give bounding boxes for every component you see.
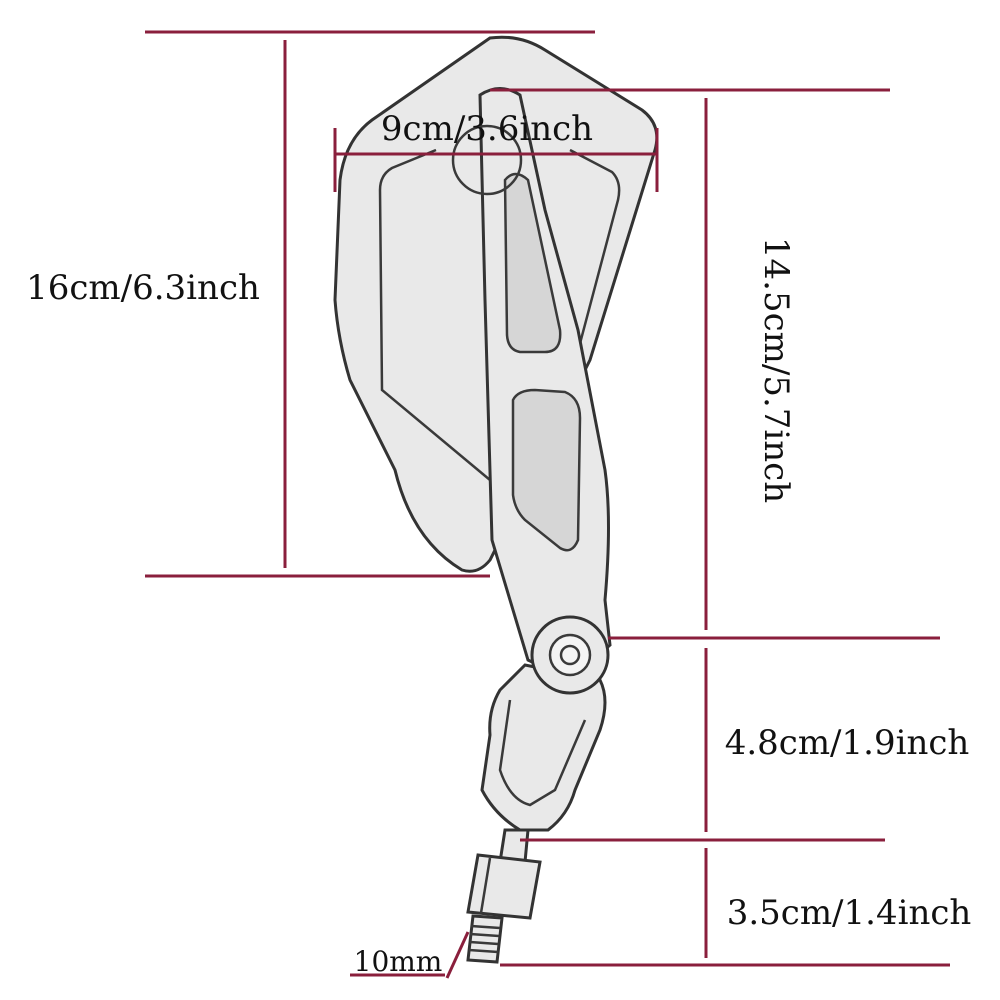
dimension-lines: [145, 30, 950, 979]
mirror-nut: [466, 853, 542, 920]
dimension-labels: 9cm/3.6inch 16cm/6.3inch 14.5cm/5.7inch …: [26, 109, 971, 978]
joint-bolt-inner: [548, 633, 592, 677]
arm-slot-lower: [511, 388, 582, 552]
mirror-joint-inner: [498, 699, 587, 807]
mirror-nut-edge: [479, 857, 492, 914]
height-label: 16cm/6.3inch: [26, 268, 260, 308]
thread-slant-line: [445, 931, 470, 979]
mirror-pivot-top: [451, 124, 523, 196]
mirror-head-inner-trim: [378, 148, 621, 481]
arm-length-label: 14.5cm/5.7inch: [756, 237, 796, 503]
bolt-length-label: 3.5cm/1.4inch: [727, 893, 972, 933]
joint-label: 4.8cm/1.9inch: [725, 723, 970, 763]
mirror-joint: [480, 663, 607, 832]
mirror-illustration: [333, 35, 659, 964]
joint-bolt-hex: [559, 644, 581, 666]
thread-label: 10mm: [354, 945, 443, 978]
threaded-bolt: [466, 914, 504, 964]
width-label: 9cm/3.6inch: [381, 109, 593, 149]
bolt-threads: [468, 924, 501, 954]
